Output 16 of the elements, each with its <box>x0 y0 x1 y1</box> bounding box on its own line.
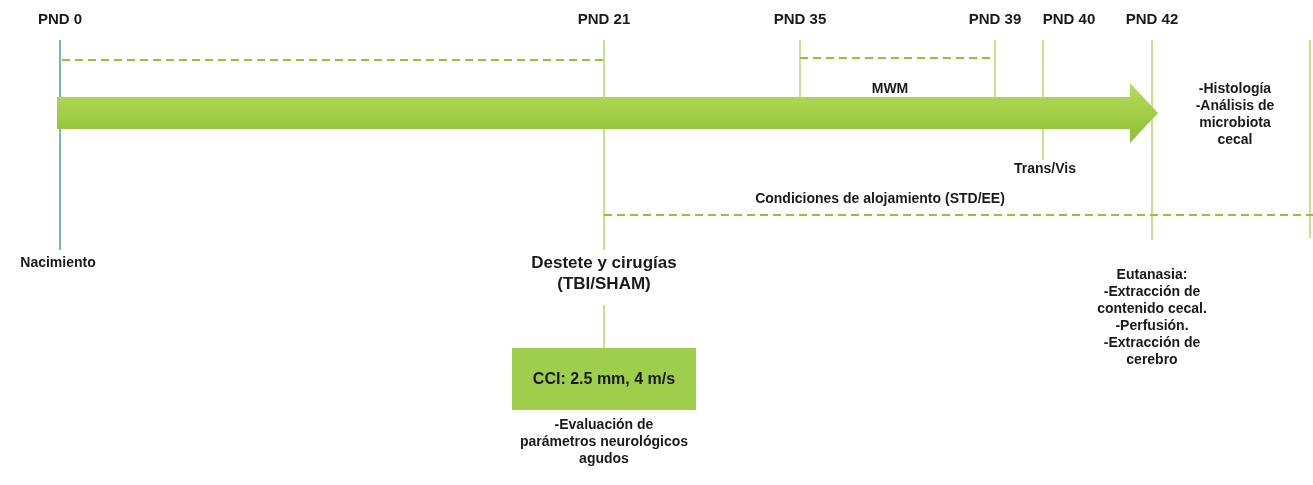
event-label: Trans/Vis <box>1013 160 1077 177</box>
day-label: PND 39 <box>967 10 1023 28</box>
day-label: PND 42 <box>1124 10 1180 28</box>
period-label: Condiciones de alojamiento (STD/EE) <box>754 190 1006 207</box>
day-label: PND 35 <box>772 10 828 28</box>
event-label: Nacimiento <box>19 254 97 271</box>
procedure-note: -Evaluación de parámetros neurológicos agudos <box>519 416 689 467</box>
day-label: PND 0 <box>36 10 84 28</box>
parameter-box: CCI: 2.5 mm, 4 m/s <box>512 348 696 410</box>
procedure-note: -Histología -Análisis de microbiota cecal <box>1194 80 1276 148</box>
procedure-note: Eutanasia: -Extracción de contenido cecal. -Perfusión. -Extracción de cerebro <box>1096 266 1208 368</box>
connector-line <box>603 304 605 349</box>
event-label: Destete y cirugías (TBI/SHAM) <box>504 252 704 294</box>
day-label: PND 21 <box>576 10 632 28</box>
period-label: MWM <box>870 80 910 97</box>
day-label: PND 40 <box>1041 10 1097 28</box>
